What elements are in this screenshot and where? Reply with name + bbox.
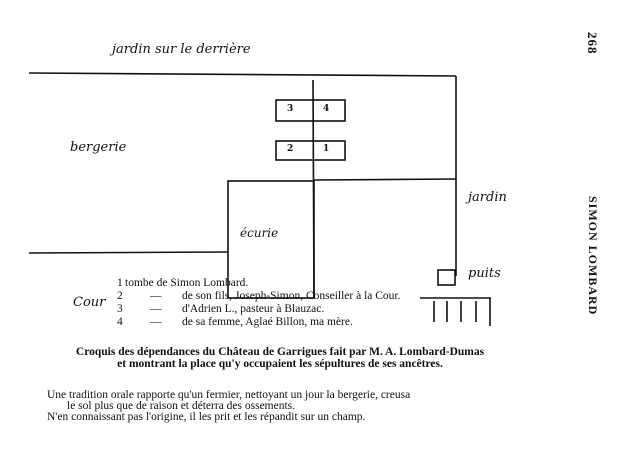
courtyard-wall	[28, 251, 229, 254]
gate-posts	[433, 298, 491, 326]
back-wall	[28, 72, 457, 77]
tomb-box-lower	[275, 140, 346, 161]
caption-line: et montrant la place qu'y occupaient les…	[117, 358, 443, 370]
note-line: le sol plus que de raison et déterra des…	[67, 400, 296, 412]
note-line: Une tradition orale rapporte qu'un fermi…	[47, 389, 411, 401]
note-line: N'en connaissant pas l'origine, il les p…	[47, 411, 366, 423]
label-well: puits	[468, 266, 501, 281]
garden-divider	[313, 178, 457, 181]
legend-num: 4	[117, 316, 123, 328]
legend-dash: —	[150, 303, 162, 315]
label-sheepfold: bergerie	[70, 140, 127, 155]
tomb-box-upper	[275, 99, 346, 122]
legend-dash: —	[150, 316, 162, 328]
label-courtyard: Cour	[73, 295, 106, 310]
legend-num: 1	[117, 277, 123, 289]
running-head: SIMON LOMBARD	[586, 196, 600, 316]
tomb-1: 1	[323, 144, 330, 154]
tomb-4: 4	[323, 104, 330, 114]
label-stable: écurie	[240, 226, 279, 240]
legend-text: de sa femme, Aglaé Billon, ma mère.	[182, 316, 353, 328]
legend-num: 2	[117, 290, 123, 302]
stable-building	[227, 180, 315, 299]
legend-text: de son fils, Joseph-Simon, Conseiller à …	[182, 290, 401, 302]
well-square	[437, 269, 456, 286]
page-number: 268	[585, 32, 600, 55]
tomb-3: 3	[287, 104, 294, 114]
legend-text: d'Adrien L., pasteur à Blauzac.	[182, 303, 325, 315]
legend-text: tombe de Simon Lombard.	[125, 277, 249, 289]
legend-dash: —	[150, 290, 162, 302]
label-garden-back: jardin sur le derrière	[112, 42, 251, 57]
tomb-2: 2	[287, 144, 294, 154]
legend-num: 3	[117, 303, 123, 315]
caption-line: Croquis des dépendances du Château de Ga…	[75, 346, 485, 358]
label-garden: jardin	[468, 190, 507, 205]
